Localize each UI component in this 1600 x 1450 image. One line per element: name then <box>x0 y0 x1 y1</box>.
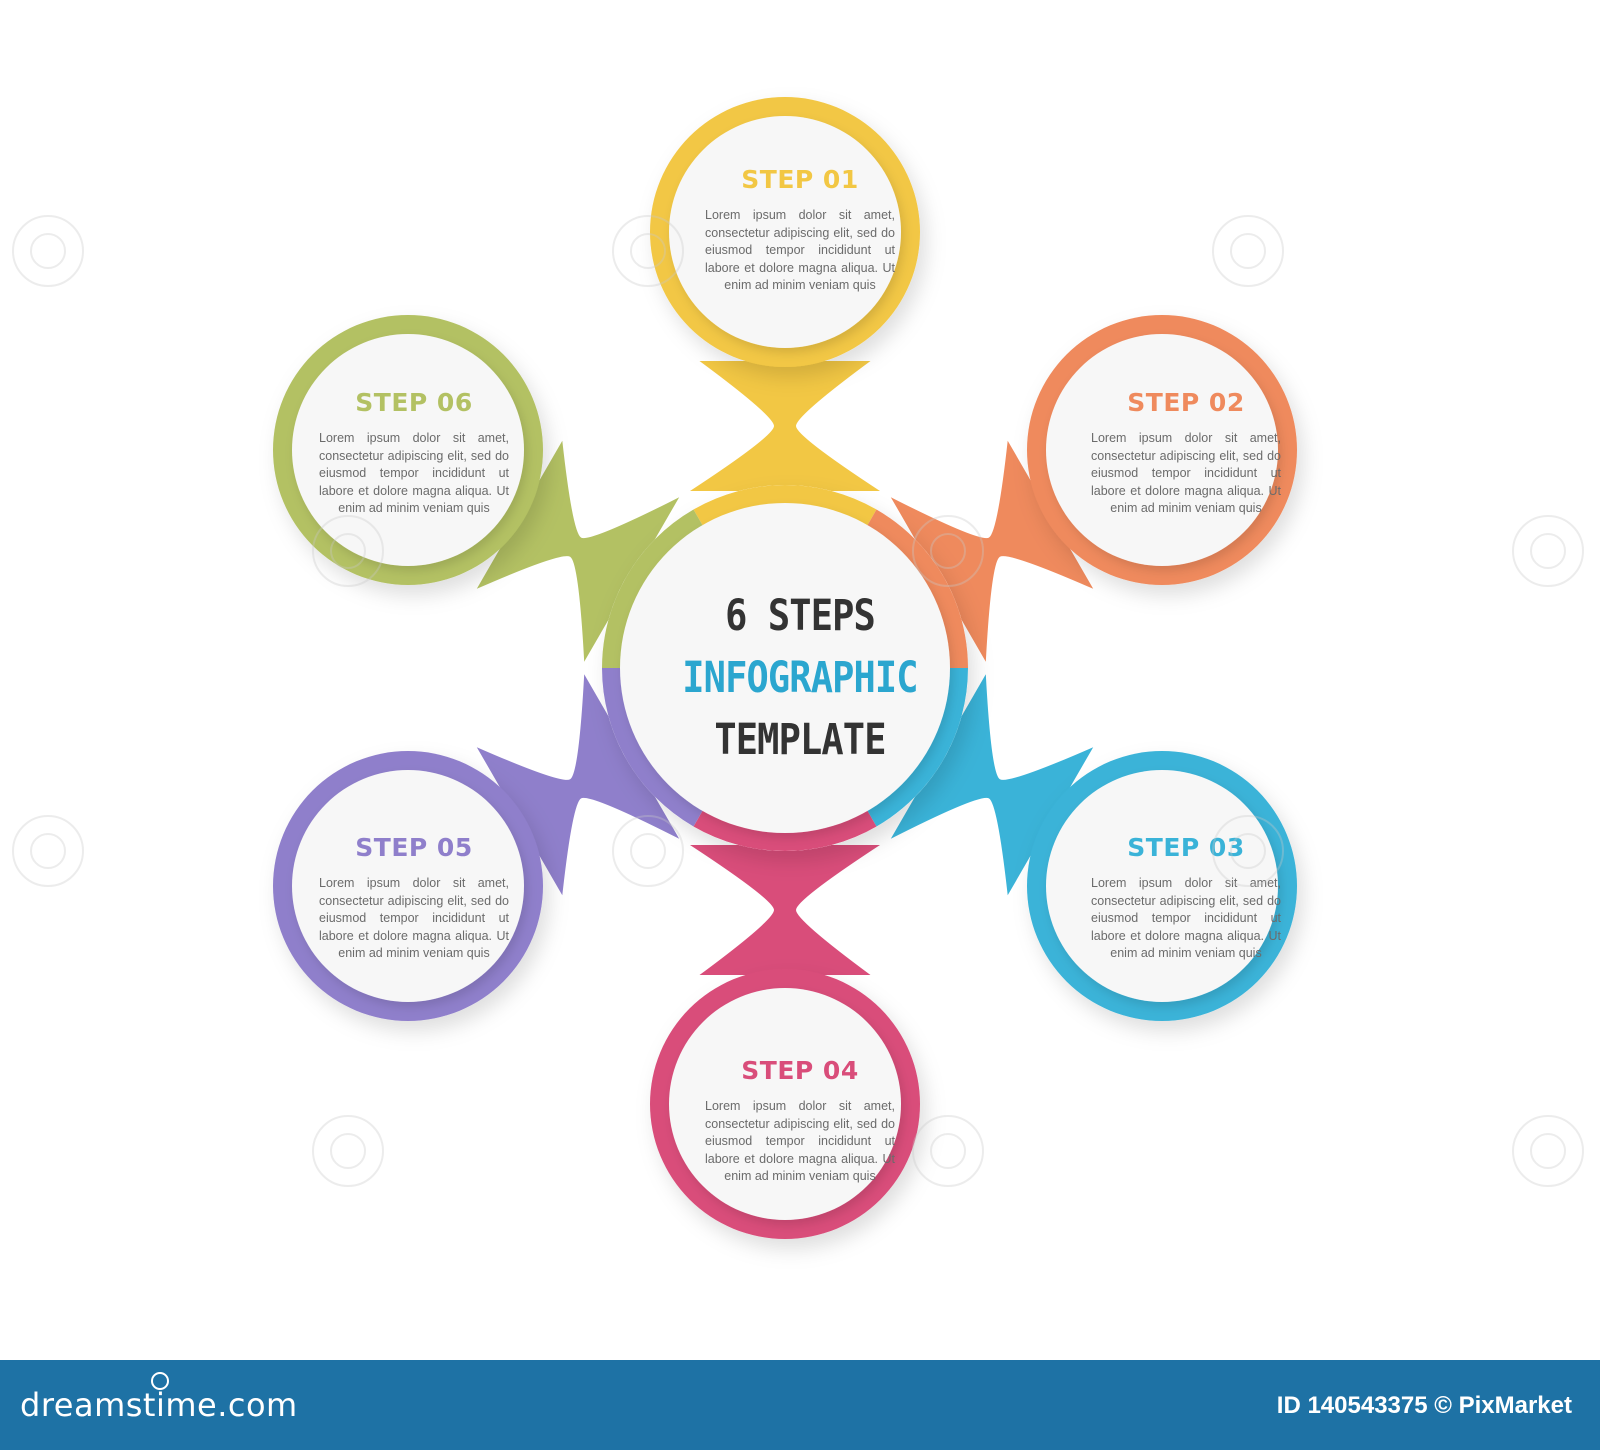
watermark-icon <box>1512 1115 1584 1187</box>
step-05-text: STEP 05 Lorem ipsum dolor sit amet, cons… <box>319 833 509 963</box>
connector-1 <box>690 361 880 491</box>
footer-site-logo[interactable]: dreamstime.com <box>20 1372 298 1424</box>
watermark-icon <box>912 515 984 587</box>
watermark-icon <box>312 1115 384 1187</box>
center-title-line2: INFOGRAPHIC <box>682 653 918 703</box>
step-circle-inner-6 <box>292 334 524 566</box>
step-01-title: STEP 01 <box>741 165 859 194</box>
step-01-text: STEP 01 Lorem ipsum dolor sit amet, cons… <box>705 165 895 295</box>
step-02-title: STEP 02 <box>1127 388 1245 417</box>
watermark-icon <box>1512 515 1584 587</box>
step-04-body: Lorem ipsum dolor sit amet, consectetur … <box>705 1099 895 1183</box>
step-04-title: STEP 04 <box>741 1056 859 1085</box>
step-circle-inner-1 <box>669 116 901 348</box>
step-06-body: Lorem ipsum dolor sit amet, consectetur … <box>319 431 509 515</box>
step-06-text: STEP 06 Lorem ipsum dolor sit amet, cons… <box>319 388 509 518</box>
center-ring-segment-3 <box>867 668 968 827</box>
center-ring-segment-4 <box>693 810 877 851</box>
spiral-logo-icon <box>151 1372 169 1390</box>
watermark-icon <box>312 515 384 587</box>
watermark-icon <box>12 815 84 887</box>
step-01-body: Lorem ipsum dolor sit amet, consectetur … <box>705 208 895 292</box>
connector-5 <box>476 674 680 896</box>
infographic-diagram: 6 STEPS INFOGRAPHIC TEMPLATE STEP 01 Lor… <box>12 97 1584 1239</box>
center-ring-segment-6 <box>602 509 703 668</box>
watermark-icon <box>612 215 684 287</box>
center-ring <box>602 485 968 851</box>
step-circle-inner-5 <box>292 770 524 1002</box>
step-02-body: Lorem ipsum dolor sit amet, consectetur … <box>1091 431 1281 515</box>
center-title-line3: TEMPLATE <box>714 715 886 765</box>
connector-4 <box>690 845 880 975</box>
step-06-title: STEP 06 <box>355 388 473 417</box>
center-ring-segment-1 <box>693 485 877 526</box>
center-ring-inner <box>620 503 950 833</box>
step-circle-inner-2 <box>1046 334 1278 566</box>
connector-layer <box>476 361 1094 975</box>
center-ring-segment-5 <box>602 668 703 827</box>
center-ring-segment-2 <box>867 509 968 668</box>
step-04-text: STEP 04 Lorem ipsum dolor sit amet, cons… <box>705 1056 895 1186</box>
step-05-body: Lorem ipsum dolor sit amet, consectetur … <box>319 876 509 960</box>
watermark-icon <box>912 1115 984 1187</box>
watermark-icon <box>1212 815 1284 887</box>
footer-site-text: dreamstime.com <box>20 1386 298 1424</box>
step-circles-layer <box>273 97 1297 1239</box>
footer-image-id: ID 140543375 © PixMarket <box>1276 1392 1572 1419</box>
connector-2 <box>890 440 1094 662</box>
footer-bar: dreamstime.com ID 140543375 © PixMarket <box>0 1360 1600 1450</box>
connector-6 <box>476 440 680 662</box>
center-title: 6 STEPS INFOGRAPHIC TEMPLATE <box>640 585 960 771</box>
step-02-text: STEP 02 Lorem ipsum dolor sit amet, cons… <box>1091 388 1281 518</box>
diagram-svg <box>273 97 1297 1239</box>
connector-3 <box>890 674 1094 896</box>
watermark-icon <box>12 215 84 287</box>
step-03-body: Lorem ipsum dolor sit amet, consectetur … <box>1091 876 1281 960</box>
step-circle-inner-4 <box>669 988 901 1220</box>
step-05-title: STEP 05 <box>355 833 473 862</box>
watermark-icon <box>612 815 684 887</box>
watermark-icon <box>1212 215 1284 287</box>
center-title-line1: 6 STEPS <box>725 591 876 641</box>
